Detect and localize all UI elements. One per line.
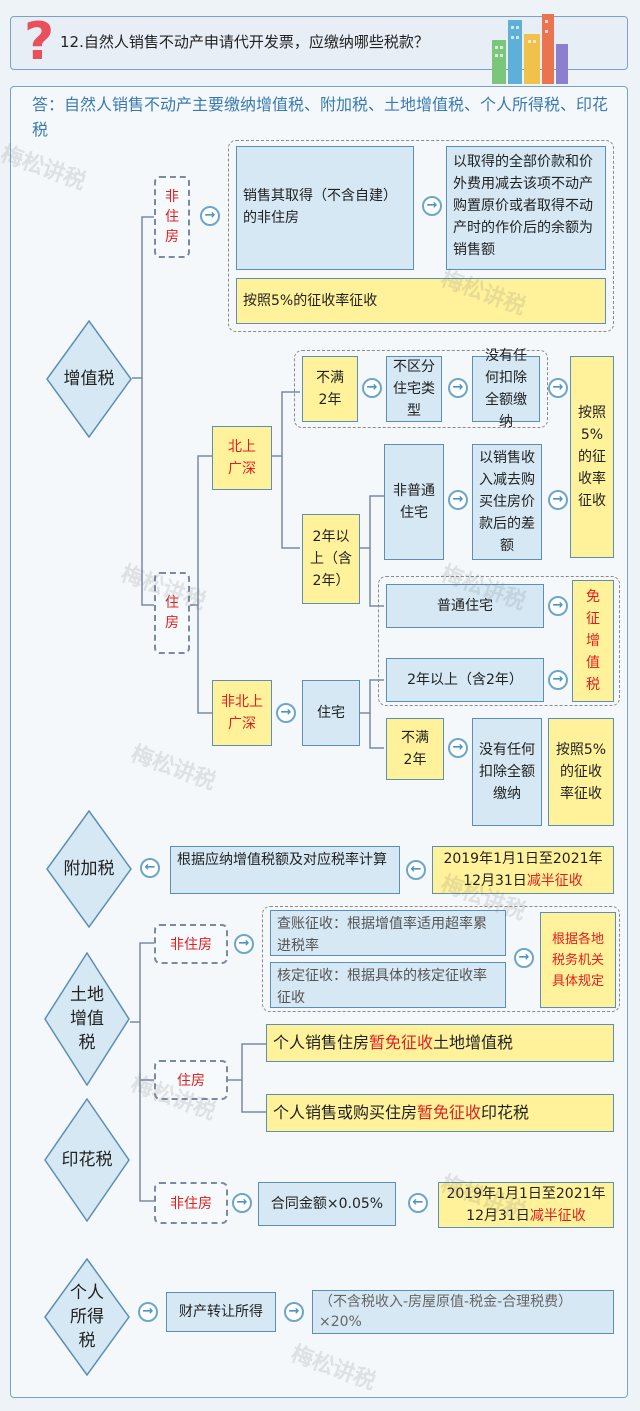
vat-under2: 不满2年	[302, 356, 358, 422]
lat-local: 根据各地税务机关具体规定	[540, 912, 616, 1008]
lat-nr-group	[262, 906, 620, 1012]
stamp-label: 印花税	[61, 1150, 113, 1170]
lat-diamond: 土地增值税	[44, 952, 130, 1086]
vat-non-bsgs: 非北上广深	[212, 680, 272, 746]
arrow-right-icon: →	[276, 703, 296, 723]
pit-label: 个人所得税	[70, 1283, 104, 1351]
lat-residential: 个人销售住房暂免征收土地增值税	[266, 1024, 614, 1062]
arrow-right-icon: →	[284, 1302, 304, 1322]
vat-over2: 2年以上（含2年）	[302, 514, 360, 604]
arrow-right-icon: →	[514, 948, 534, 968]
arrow-right-icon: →	[138, 1302, 158, 1322]
surcharge-diamond: 附加税	[46, 810, 132, 928]
vat-nr-group	[228, 140, 614, 332]
stamp-non-residential-box: 非住房	[154, 1182, 228, 1224]
arrow-right-icon: →	[422, 196, 442, 216]
arrow-left-icon: ←	[408, 1193, 428, 1213]
arrow-right-icon: →	[548, 596, 568, 616]
stamp-period: 2019年1月1日至2021年12月31日	[446, 1186, 606, 1224]
arrow-right-icon: →	[548, 490, 568, 510]
arrow-right-icon: →	[448, 378, 468, 398]
vat-exempt-group	[378, 576, 620, 706]
surcharge-period: 2019年1月1日至2021年12月31日	[443, 851, 603, 889]
vat-any-type: 不区分住宅类型	[386, 356, 442, 422]
arrow-right-icon: →	[448, 738, 468, 758]
vat-non-residential-box: 非住房	[154, 176, 190, 258]
arrow-right-icon: →	[362, 378, 382, 398]
vat-ordinary: 普通住宅	[386, 584, 544, 628]
vat-diff-amount: 以销售收入减去购买住房价款后的差额	[472, 444, 542, 560]
lat-residential-box: 住房	[154, 1060, 228, 1100]
vat-rate5-b: 按照5%的征收率征收	[548, 718, 614, 826]
arrow-right-icon: →	[548, 378, 568, 398]
vat-label: 增值税	[63, 369, 115, 389]
stamp-period-box: 2019年1月1日至2021年12月31日减半征收	[438, 1182, 614, 1228]
question-mark-icon: ?	[24, 12, 55, 72]
arrow-left-icon: ←	[406, 860, 426, 880]
vat-over2-b: 2年以上（含2年）	[386, 658, 544, 702]
lat-assessed: 核定征收：根据具体的核定征收率征收	[270, 962, 506, 1008]
lat-label: 土地增值税	[70, 985, 104, 1053]
vat-nr-base: 以取得的全部价款和价外费用减去该项不动产购置原价或者取得不动产时的作价后的余额为…	[446, 146, 606, 270]
vat-residential-box: 住房	[154, 572, 190, 654]
surcharge-desc: 根据应纳增值税额及对应税率计算	[170, 846, 400, 894]
vat-non-ordinary: 非普通住宅	[384, 444, 444, 560]
vat-diamond: 增值税	[46, 320, 132, 438]
vat-exempt: 免征增值税	[572, 580, 614, 702]
arrow-right-icon: →	[232, 1193, 252, 1213]
stamp-half: 减半征收	[529, 1208, 586, 1224]
arrow-right-icon: →	[448, 490, 468, 510]
arrow-right-icon: →	[548, 670, 568, 690]
arrow-left-icon: ←	[140, 858, 160, 878]
pit-diamond: 个人所得税	[44, 1258, 130, 1376]
vat-under2-group	[294, 350, 548, 428]
surcharge-half: 减半征收	[526, 873, 583, 889]
vat-nr-desc: 销售其取得（不含自建）的非住房	[236, 146, 414, 270]
surcharge-label: 附加税	[63, 859, 115, 879]
header-title: 12.自然人销售不动产申请代开发票，应缴纳哪些税款？	[60, 33, 429, 51]
vat-nr-rate: 按照5%的征收率征收	[236, 278, 606, 324]
answer-text: 答：自然人销售不动产主要缴纳增值税、附加税、土地增值税、个人所得税、印花税	[32, 95, 609, 139]
stamp-residential: 个人销售或购买住房暂免征收印花税	[266, 1094, 614, 1132]
vat-full-amount-b: 没有任何扣除全额缴纳	[472, 718, 542, 826]
vat-house: 住宅	[302, 680, 360, 746]
pit-transfer: 财产转让所得	[166, 1292, 276, 1332]
vat-full-amount: 没有任何扣除全额缴纳	[472, 348, 540, 430]
arrow-right-icon: →	[234, 934, 254, 954]
arrow-right-icon: →	[200, 206, 220, 226]
lat-audit: 查账征收：根据增值率适用超率累进税率	[270, 910, 506, 956]
vat-rate5-vertical: 按照5%的征收率征收	[570, 356, 614, 558]
surcharge-period-box: 2019年1月1日至2021年12月31日减半征收	[432, 846, 614, 894]
vat-under2-b: 不满2年	[386, 718, 444, 780]
lat-non-residential-box: 非住房	[154, 924, 228, 964]
buildings-icon	[492, 14, 568, 84]
vat-bsgs: 北上广深	[212, 426, 272, 490]
stamp-diamond: 印花税	[44, 1098, 130, 1222]
stamp-contract: 合同金额×0.05%	[258, 1182, 396, 1226]
pit-formula: （不含税收入-房屋原值-税金-合理税费）×20%	[312, 1290, 614, 1334]
